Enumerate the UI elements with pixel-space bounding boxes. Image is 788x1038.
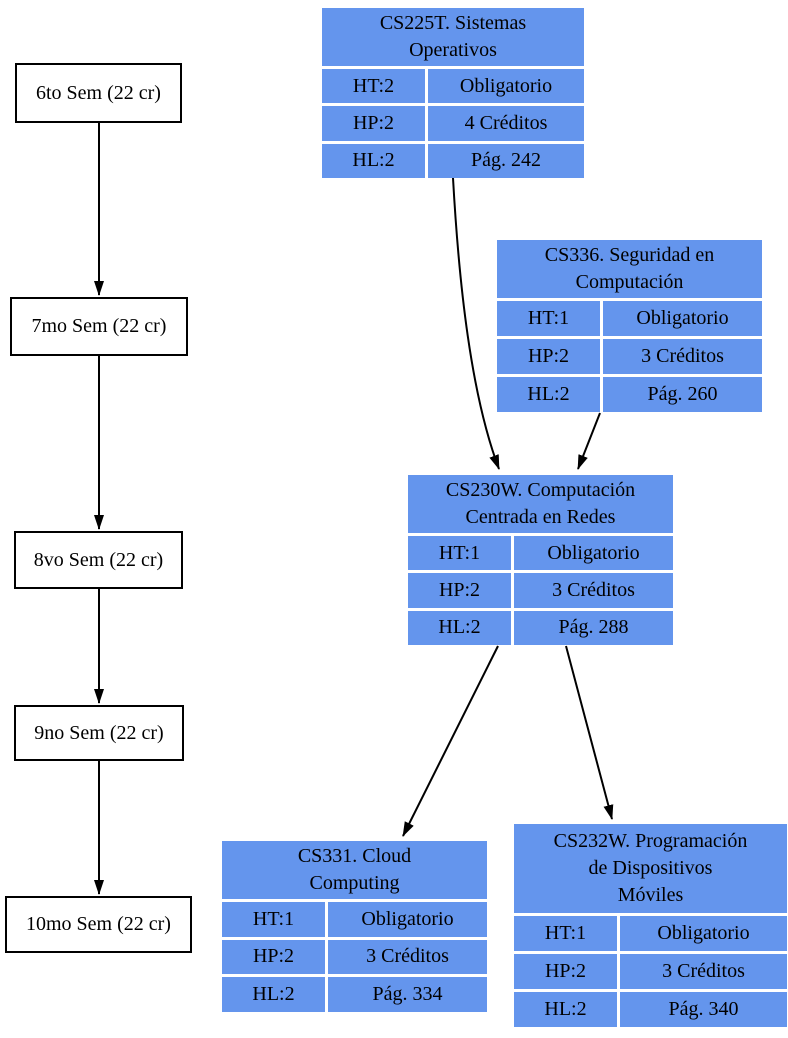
node-semester-7: 7mo Sem (22 cr) xyxy=(10,297,188,356)
cell-hl: HL:2 xyxy=(222,977,325,1012)
edge-cs225t-cs230w-arrow xyxy=(452,177,500,470)
course-title: CS331. Cloud Computing xyxy=(222,841,487,899)
cell-credits: 3 Créditos xyxy=(620,954,787,989)
course-title-line: CS331. Cloud xyxy=(297,845,412,867)
cell-hp: HP:2 xyxy=(497,339,600,374)
cell-hp: HP:2 xyxy=(222,939,325,975)
course-card-cs225t: CS225T. Sistemas Operativos HT:2 Obligat… xyxy=(322,8,584,178)
semester-label: 8vo Sem (22 cr) xyxy=(33,548,164,571)
course-card-cs230w: CS230W. Computación Centrada en Redes HT… xyxy=(408,475,673,645)
cell-ht: HT:1 xyxy=(497,301,600,336)
semester-label: 10mo Sem (22 cr) xyxy=(26,913,171,935)
cell-page: Pág. 334 xyxy=(328,977,487,1012)
course-title-line: Computación xyxy=(575,271,684,293)
semester-label: 6to Sem (22 cr) xyxy=(36,81,161,104)
course-title: CS225T. Sistemas Operativos xyxy=(322,8,584,66)
cell-ht: HT:1 xyxy=(408,536,511,571)
node-semester-10: 10mo Sem (22 cr) xyxy=(5,896,192,953)
cell-ht: HT:2 xyxy=(322,69,425,104)
course-title-line: Móviles xyxy=(617,884,684,906)
cell-credits: 4 Créditos xyxy=(428,106,584,141)
course-title-line: de Dispositivos xyxy=(588,857,713,879)
cell-type: Obligatorio xyxy=(514,536,673,571)
semester-label: 9no Sem (22 cr) xyxy=(34,721,164,744)
course-card-cs232w: CS232W. Programación de Dispositivos Móv… xyxy=(514,824,787,1027)
course-title-line: CS230W. Computación xyxy=(445,479,636,501)
node-semester-8: 8vo Sem (22 cr) xyxy=(14,531,183,589)
cell-hl: HL:2 xyxy=(408,610,511,645)
node-semester-9: 9no Sem (22 cr) xyxy=(14,705,184,761)
cell-hl: HL:2 xyxy=(514,992,617,1027)
node-semester-6: 6to Sem (22 cr) xyxy=(15,63,182,123)
edge-cs230w-cs232w-arrow xyxy=(565,645,614,820)
edge-cs230w-cs331-arrow xyxy=(402,645,499,837)
semester-label: 7mo Sem (22 cr) xyxy=(31,315,167,337)
course-title: CS232W. Programación de Dispositivos Móv… xyxy=(514,824,787,913)
cell-hl: HL:2 xyxy=(322,143,425,178)
course-title-line: CS225T. Sistemas xyxy=(379,12,527,34)
cell-credits: 3 Créditos xyxy=(328,939,487,975)
course-title: CS230W. Computación Centrada en Redes xyxy=(408,475,673,533)
cell-page: Pág. 288 xyxy=(514,610,673,645)
cell-type: Obligatorio xyxy=(620,916,787,951)
course-title-line: CS232W. Programación xyxy=(553,830,748,852)
cell-ht: HT:1 xyxy=(514,916,617,951)
course-title: CS336. Seguridad en Computación xyxy=(497,240,762,298)
cell-type: Obligatorio xyxy=(328,902,487,937)
cell-type: Obligatorio xyxy=(603,301,762,336)
cell-hp: HP:2 xyxy=(322,106,425,141)
course-title-line: Operativos xyxy=(409,39,497,61)
cell-type: Obligatorio xyxy=(428,69,584,104)
course-title-line: Computing xyxy=(309,872,400,894)
cell-page: Pág. 260 xyxy=(603,377,762,412)
course-card-cs336: CS336. Seguridad en Computación HT:1 Obl… xyxy=(497,240,762,412)
cell-page: Pág. 340 xyxy=(620,992,787,1027)
cell-credits: 3 Créditos xyxy=(603,339,762,374)
edge-cs336-cs230w-arrow xyxy=(577,412,601,470)
cell-credits: 3 Créditos xyxy=(514,573,673,608)
cell-ht: HT:1 xyxy=(222,902,325,937)
course-title-line: CS336. Seguridad en xyxy=(544,244,715,266)
cell-hl: HL:2 xyxy=(497,377,600,412)
cell-page: Pág. 242 xyxy=(428,143,584,178)
course-card-cs331: CS331. Cloud Computing HT:1 Obligatorio … xyxy=(222,841,487,1012)
cell-hp: HP:2 xyxy=(514,954,617,989)
cell-hp: HP:2 xyxy=(408,573,511,608)
course-title-line: Centrada en Redes xyxy=(465,506,616,528)
